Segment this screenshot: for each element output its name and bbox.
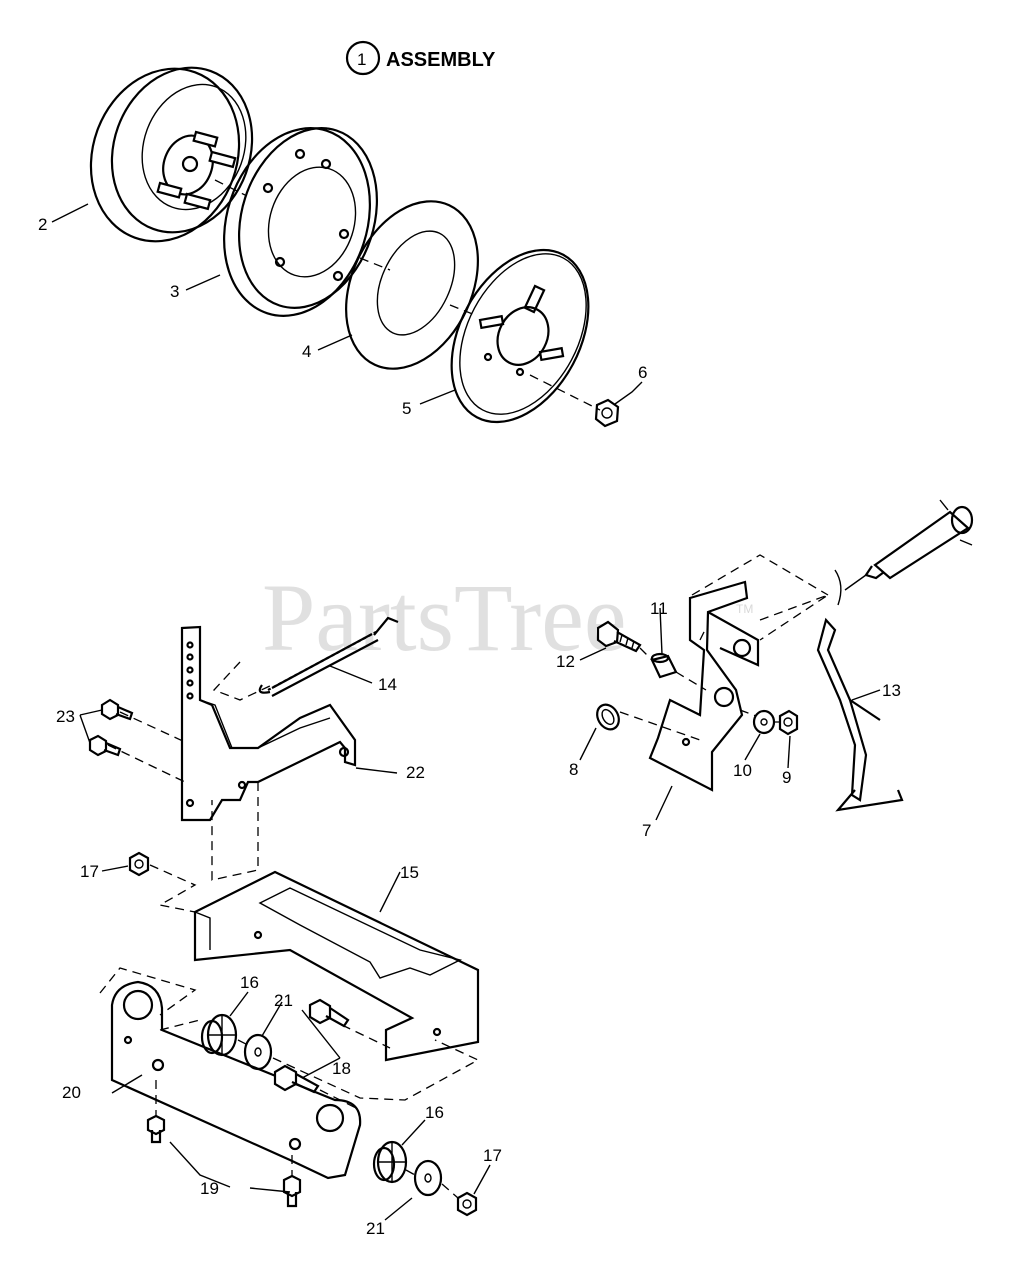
part-15-plate [193, 870, 480, 1062]
part-18-bolts [273, 998, 350, 1094]
part-20-bracket [110, 980, 362, 1180]
callout-16a: 16 [240, 973, 259, 992]
callout-16b: 16 [425, 1103, 444, 1122]
callout-5: 5 [402, 399, 411, 418]
callout-21b: 21 [366, 1219, 385, 1238]
part-2-pulley [89, 66, 254, 243]
callout-23: 23 [56, 707, 75, 726]
part-17-nut-lower [456, 1191, 478, 1217]
part-16-roller-upper [200, 1013, 238, 1057]
watermark-tm: TM [736, 602, 753, 616]
leader-lines [51, 203, 881, 1221]
watermark: PartsTree TM [262, 564, 753, 671]
callout-14: 14 [378, 675, 397, 694]
part-4-lining [345, 200, 479, 370]
title-text: ASSEMBLY [386, 49, 496, 71]
callout-21a: 21 [274, 991, 293, 1010]
part-17-nut-upper [128, 851, 150, 877]
callout-17b: 17 [483, 1146, 502, 1165]
callout-labels: 2 3 4 5 6 7 8 9 10 11 12 13 14 15 16 16 … [38, 215, 901, 1238]
part-16-roller-lower [372, 1140, 408, 1184]
callout-9: 9 [782, 768, 791, 787]
callout-22: 22 [406, 763, 425, 782]
part-9-nut [778, 709, 799, 736]
callout-10: 10 [733, 761, 752, 780]
callout-2: 2 [38, 215, 47, 234]
part-8-clip [596, 703, 620, 731]
part-22-lever [180, 625, 357, 822]
upper-center-line [214, 179, 601, 411]
part-12-bolt [596, 620, 642, 653]
part-5-plate [450, 248, 590, 424]
part-11-spacer [650, 652, 678, 679]
part-3-brake-drum [223, 127, 379, 317]
part-19-screws [146, 1114, 302, 1208]
callout-4: 4 [302, 342, 311, 361]
assembly-title: 1 ASSEMBLY [345, 40, 496, 76]
callout-11: 11 [650, 599, 668, 618]
callout-17a: 17 [80, 862, 99, 881]
right-dashed-guide [691, 554, 829, 641]
callout-8: 8 [569, 760, 578, 779]
callout-18: 18 [332, 1059, 351, 1078]
part-21-washer-lower [413, 1159, 443, 1197]
cable-end [834, 499, 974, 606]
callout-15: 15 [400, 863, 419, 882]
part-7-bracket [648, 580, 760, 792]
part-23-bolts [88, 698, 134, 757]
title-circled-number: 1 [357, 50, 366, 69]
right-hardware-dashes [619, 647, 780, 741]
part-13-rod [816, 617, 904, 812]
callout-13: 13 [882, 681, 901, 700]
part-6-nut [594, 398, 620, 428]
lower-dashed-guides [99, 661, 480, 1199]
part-21-washer-upper [243, 1033, 273, 1071]
part-10-washer [752, 709, 776, 735]
title-circle [345, 40, 381, 76]
callout-6: 6 [638, 363, 647, 382]
callout-19: 19 [200, 1179, 219, 1198]
callout-3: 3 [170, 282, 179, 301]
watermark-text: PartsTree [262, 564, 626, 671]
callout-20: 20 [62, 1083, 81, 1102]
part-14-spring [258, 616, 399, 697]
callout-7: 7 [642, 821, 651, 840]
callout-12: 12 [556, 652, 575, 671]
